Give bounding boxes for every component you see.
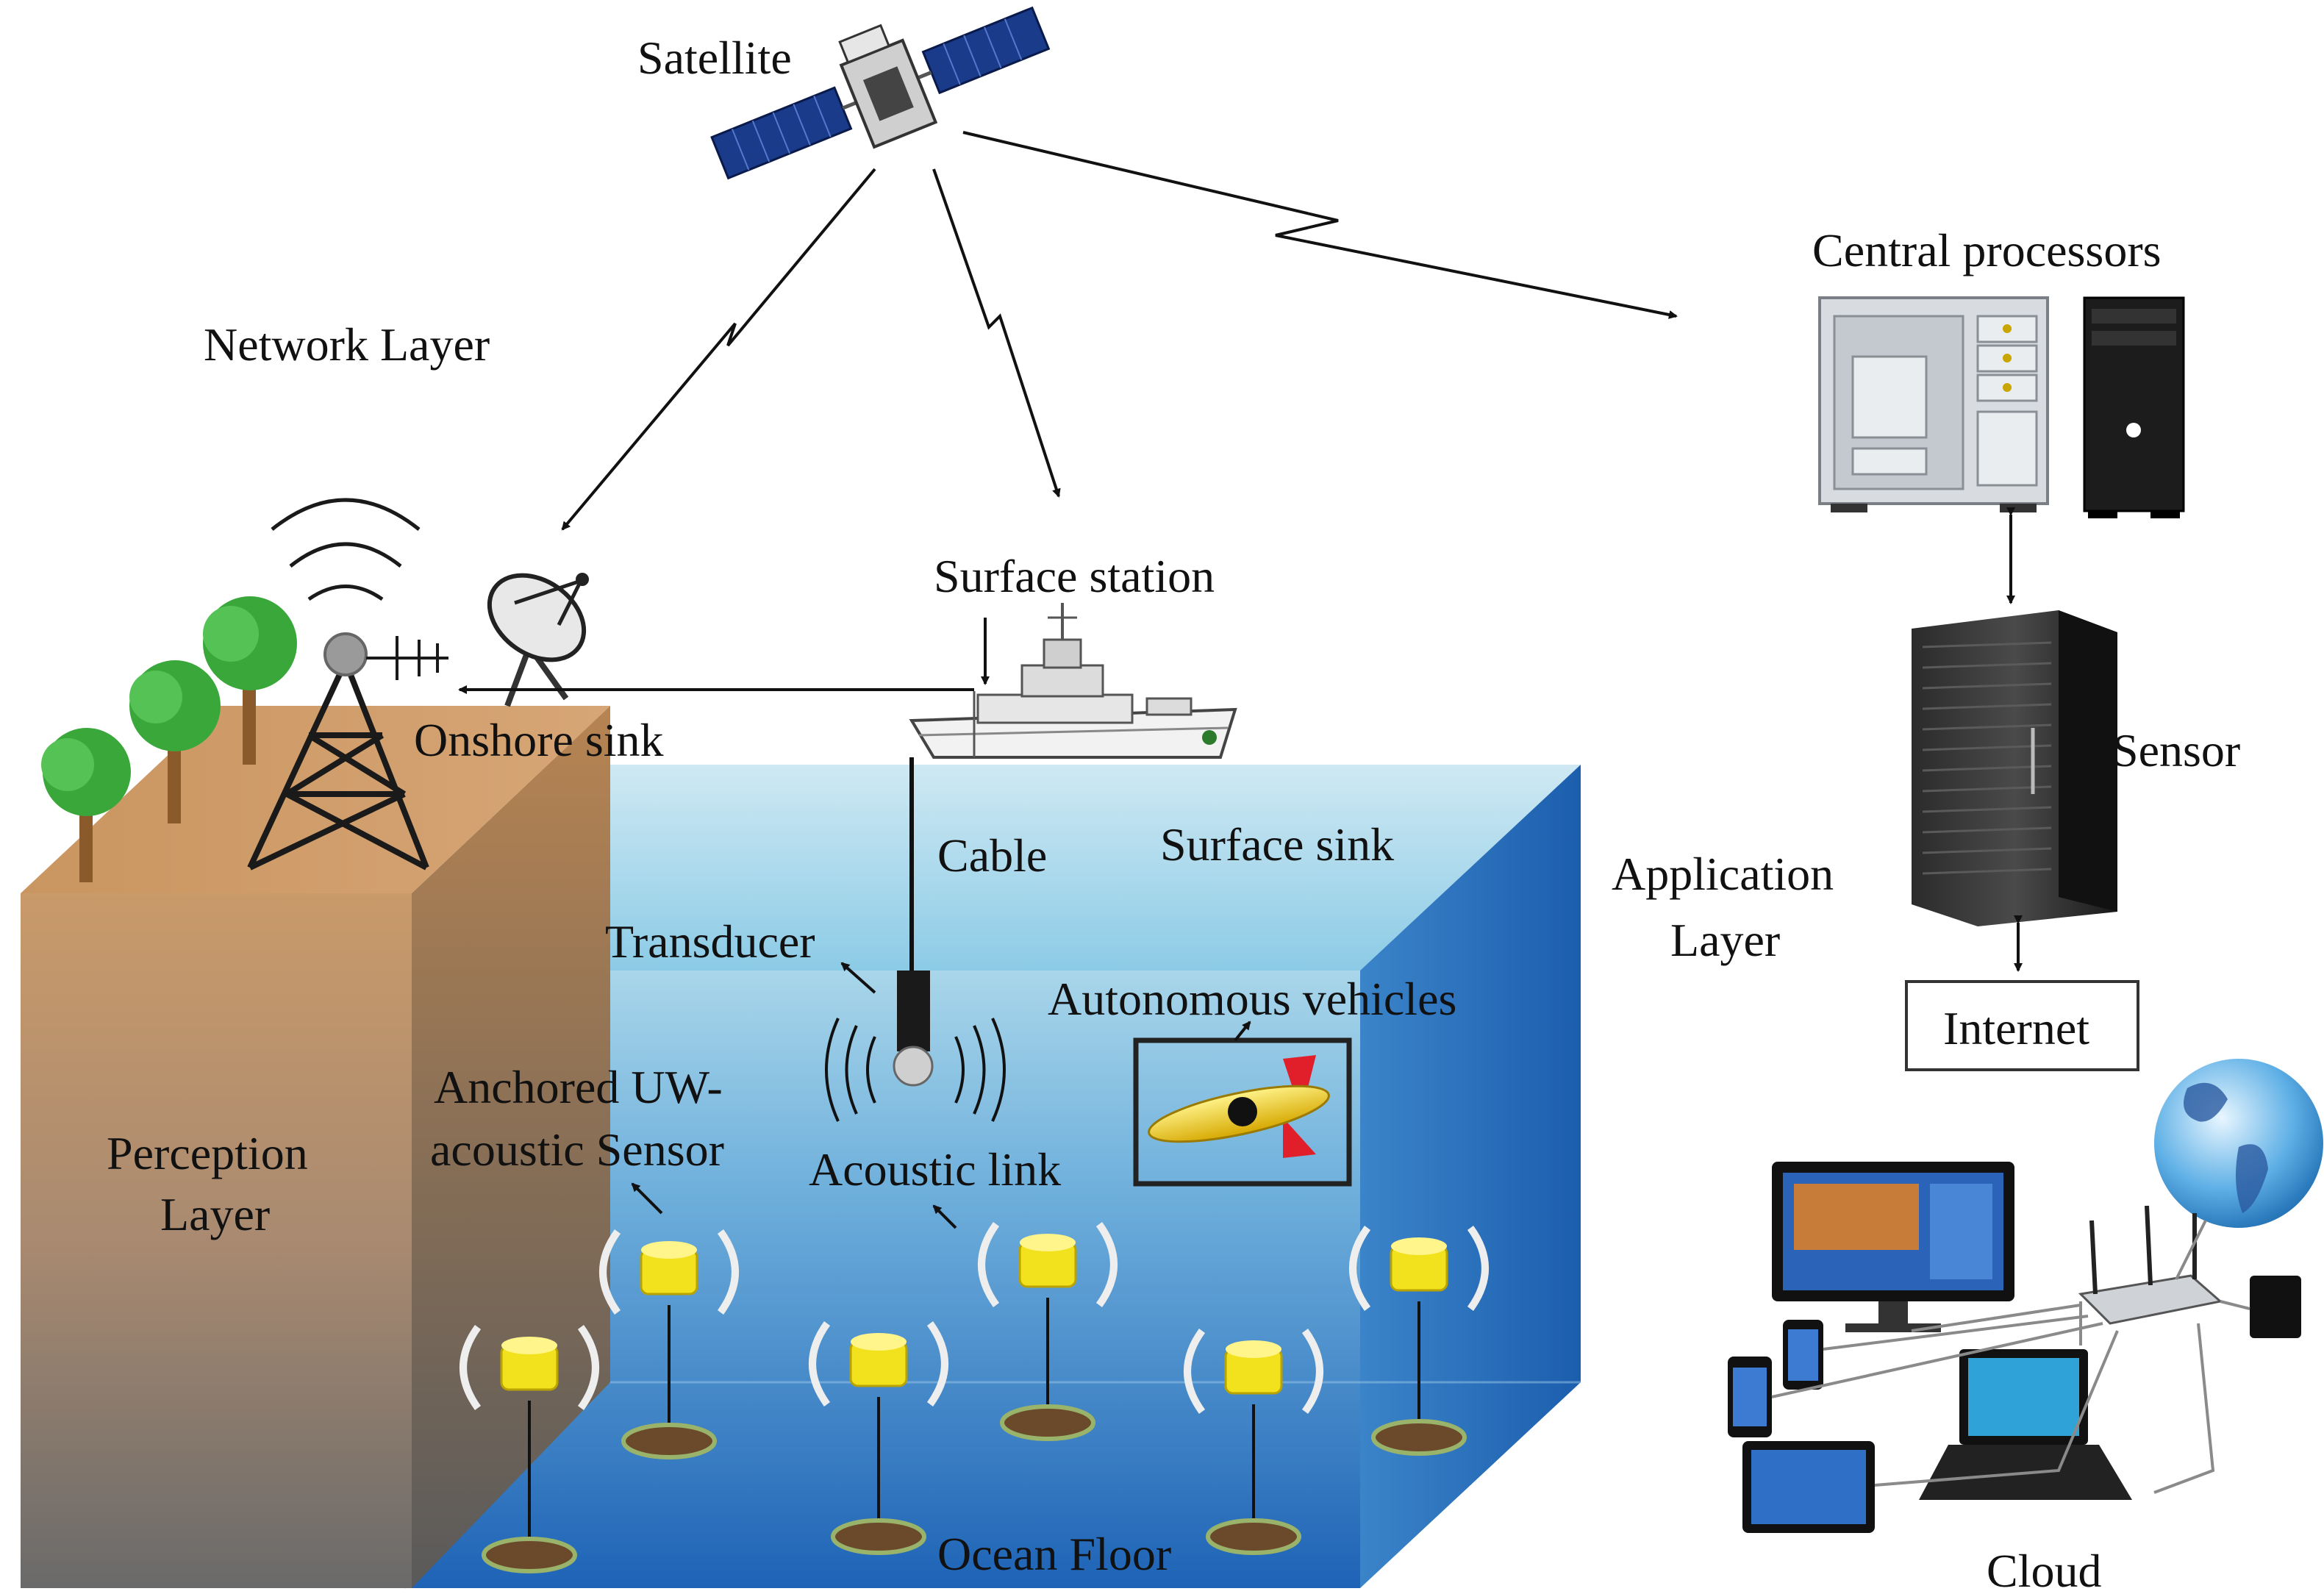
computer-tower-icon	[1818, 296, 2049, 512]
perception-layer-label-line2: Layer	[160, 1188, 270, 1240]
internet-box	[1905, 980, 2139, 1071]
application-layer-label-line2: Layer	[1670, 914, 1780, 966]
internet-label: Internet	[1943, 1002, 2089, 1054]
anchored-sensor-pointer	[631, 1182, 663, 1215]
phone-icon	[1728, 1357, 1772, 1437]
ship-icon	[909, 603, 1237, 759]
underwater-vehicle-icon	[1148, 1084, 1330, 1143]
satellite-to-onshore-link	[561, 168, 876, 531]
server-slot	[1922, 682, 2052, 690]
perception-layer-label-line1: Perception	[107, 1127, 308, 1179]
land-front-face	[21, 893, 412, 1588]
cloud-label: Cloud	[1987, 1545, 2101, 1594]
radio-waves	[271, 498, 421, 601]
server-slot	[1922, 703, 2052, 710]
onshore-sink-label: Onshore sink	[414, 714, 664, 766]
server-slot	[1922, 765, 2052, 772]
satellite-to-ship-link	[932, 168, 1061, 498]
tree-icon	[203, 596, 297, 765]
satellite-icon	[710, 6, 1051, 180]
transducer-icon	[893, 971, 934, 1087]
acoustic-link-pointer	[932, 1204, 957, 1229]
buoy-sensor-icon	[599, 1229, 739, 1459]
server-slot	[1922, 662, 2052, 669]
sensor-label: Sensor	[2112, 724, 2240, 776]
buoy-sensor-icon	[1349, 1226, 1489, 1456]
acoustic-link-label: Acoustic link	[809, 1143, 1061, 1196]
autonomous-vehicle-box	[1133, 1037, 1352, 1187]
server-slot	[1922, 723, 2052, 731]
buoy-sensor-icon	[460, 1325, 599, 1573]
transducer-pointer	[840, 962, 876, 994]
satellite-label: Satellite	[637, 32, 792, 84]
autonomous-vehicles-pointer	[1234, 1021, 1251, 1042]
server-rack-icon	[1912, 610, 2117, 926]
server-slot	[1922, 785, 2052, 793]
network-layer-label: Network Layer	[204, 318, 490, 371]
computer-tower-icon	[2083, 296, 2185, 518]
buoy-sensor-icon	[1184, 1329, 1323, 1555]
phone-icon	[1783, 1320, 1823, 1390]
device-cables	[1771, 1220, 2250, 1494]
buoy-sensor-icon	[809, 1321, 948, 1555]
globe-icon	[2154, 1059, 2323, 1228]
surface-station-label: Surface station	[934, 550, 1215, 602]
anchored-sensors	[460, 1222, 1489, 1573]
tablet-icon	[1742, 1441, 1875, 1533]
satellite-links	[561, 131, 1678, 531]
autonomous-vehicles-label: Autonomous vehicles	[1048, 973, 1456, 1025]
anchored-sensor-label-line2: acoustic Sensor	[430, 1123, 724, 1176]
ocean-volume	[403, 765, 1581, 1590]
cloud-devices	[1728, 1162, 2301, 1533]
cable-label: Cable	[937, 829, 1047, 882]
buoy-sensor-icon	[978, 1222, 1118, 1441]
transducer-label: Transducer	[605, 915, 815, 968]
server-slot	[1922, 868, 2052, 875]
satellite-dish-icon	[487, 573, 589, 707]
radio-tower-icon	[247, 632, 448, 871]
application-layer-label-line1: Application	[1612, 848, 1834, 900]
satellite-to-processors-link	[962, 131, 1678, 319]
server-slot	[1922, 847, 2052, 854]
server-slot	[1922, 641, 2052, 648]
acoustic-waves	[825, 1018, 1006, 1122]
server-slot	[1922, 826, 2052, 834]
server-slot	[1922, 744, 2052, 751]
external-drive-icon	[2250, 1276, 2301, 1338]
land-top-face	[21, 706, 610, 893]
surface-sink-label: Surface sink	[1160, 818, 1394, 871]
router-icon	[2078, 1205, 2223, 1325]
trees	[41, 596, 297, 882]
tree-icon	[129, 660, 221, 823]
ocean-surface	[404, 765, 1581, 971]
server-slot	[1922, 806, 2052, 813]
ocean-floor-label: Ocean Floor	[937, 1528, 1171, 1580]
anchored-sensor-label-line1: Anchored UW-	[434, 1061, 723, 1113]
central-processors-label: Central processors	[1812, 224, 2162, 276]
monitor-icon	[1772, 1162, 2014, 1332]
tree-icon	[41, 728, 131, 882]
